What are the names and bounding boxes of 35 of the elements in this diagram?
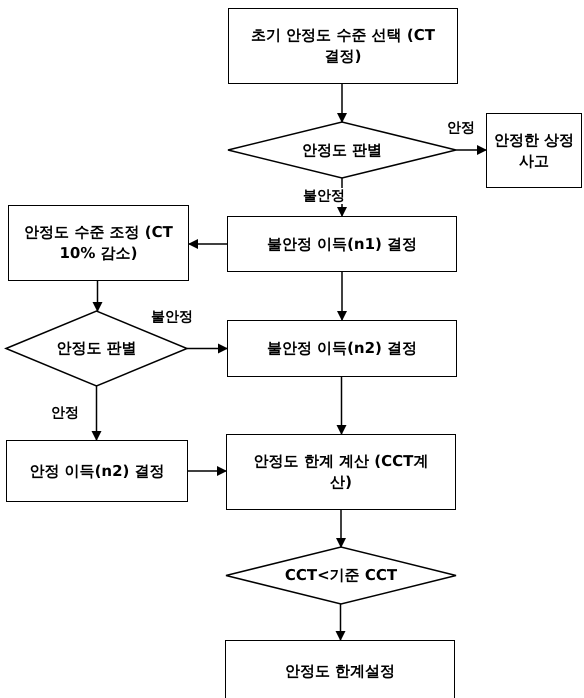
node-text: 안정도 수준 조정 (CT 10% 감소) bbox=[23, 222, 174, 264]
node-text: 안정도 판별 bbox=[300, 140, 384, 160]
arrow bbox=[188, 239, 227, 249]
edge-label: 불안정 bbox=[302, 188, 346, 204]
arrow bbox=[188, 466, 227, 476]
arrow bbox=[336, 510, 346, 548]
node-text: 안정한 상정사고 bbox=[492, 130, 576, 172]
node-text: 안정 이득(n2) 결정 bbox=[28, 460, 166, 482]
process-box bbox=[6, 440, 188, 502]
node-text: 안정도 판별 bbox=[55, 338, 138, 359]
edge-label: 안정 bbox=[50, 405, 80, 421]
edge-label: 불안정 bbox=[150, 309, 194, 325]
arrow bbox=[337, 84, 347, 123]
process-box bbox=[8, 205, 189, 281]
arrow bbox=[336, 604, 346, 641]
process-box bbox=[486, 113, 582, 188]
process-box bbox=[226, 434, 456, 510]
node-text: 불안정 이득(n2) 결정 bbox=[266, 338, 418, 359]
arrow bbox=[92, 386, 102, 441]
node-text: 불안정 이득(n1) 결정 bbox=[266, 234, 418, 254]
process-box bbox=[225, 640, 455, 698]
decision-diamond bbox=[226, 547, 456, 604]
edge-label: 안정 bbox=[446, 120, 476, 136]
arrow bbox=[92, 281, 102, 312]
arrow bbox=[336, 377, 346, 435]
process-box bbox=[227, 216, 457, 272]
arrow bbox=[187, 344, 228, 354]
node-text: 안정도 한계 계산 (CCT계산) bbox=[252, 451, 430, 493]
node-text: 안정도 한계설정 bbox=[284, 660, 396, 682]
node-text: 초기 안정도 수준 선택 (CT 결정) bbox=[250, 25, 436, 67]
process-box bbox=[228, 8, 458, 84]
arrow bbox=[456, 145, 487, 155]
process-box bbox=[227, 320, 457, 377]
node-text: CCT<기준 CCT bbox=[284, 565, 398, 586]
arrow bbox=[337, 272, 347, 321]
